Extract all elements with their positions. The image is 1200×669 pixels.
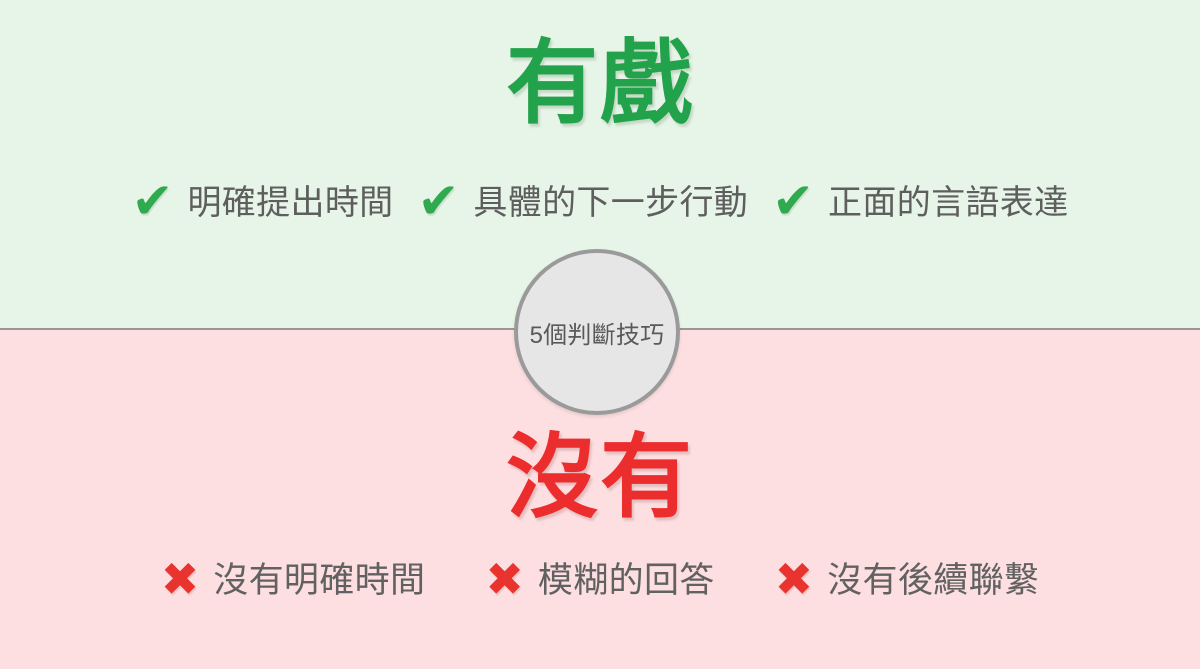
- positive-item-3: ✔ 正面的言語表達: [772, 173, 1069, 229]
- check-icon: ✔: [131, 173, 174, 229]
- positive-items-row: ✔ 明確提出時間 ✔ 具體的下一步行動 ✔ 正面的言語表達: [0, 175, 1200, 231]
- positive-item-1: ✔ 明確提出時間: [131, 173, 394, 229]
- negative-item-3: ✖ 沒有後續聯繫: [774, 553, 1040, 605]
- negative-item-1: ✖ 沒有明確時間: [160, 553, 426, 605]
- positive-section-title: 有戲: [506, 33, 694, 135]
- positive-item-3-label: 正面的言語表達: [828, 184, 1069, 222]
- positive-item-2-label: 具體的下一步行動: [473, 184, 749, 222]
- cross-icon: ✖: [160, 553, 200, 605]
- check-icon: ✔: [417, 173, 460, 229]
- center-badge: 5個判斷技巧: [514, 249, 680, 415]
- check-icon: ✔: [772, 173, 815, 229]
- positive-item-1-label: 明確提出時間: [187, 184, 394, 222]
- negative-items-row: ✖ 沒有明確時間 ✖ 模糊的回答 ✖ 沒有後續聯繫: [0, 551, 1200, 609]
- cross-icon: ✖: [774, 553, 814, 605]
- positive-item-2: ✔ 具體的下一步行動: [417, 173, 749, 229]
- center-badge-label: 5個判斷技巧: [529, 321, 665, 349]
- negative-item-3-label: 沒有後續聯繫: [827, 560, 1040, 600]
- cross-icon: ✖: [485, 553, 524, 605]
- negative-item-2-label: 模糊的回答: [537, 560, 715, 600]
- negative-section-title: 沒有: [506, 427, 694, 529]
- negative-item-2: ✖ 模糊的回答: [485, 553, 715, 605]
- negative-item-1-label: 沒有明確時間: [213, 560, 426, 600]
